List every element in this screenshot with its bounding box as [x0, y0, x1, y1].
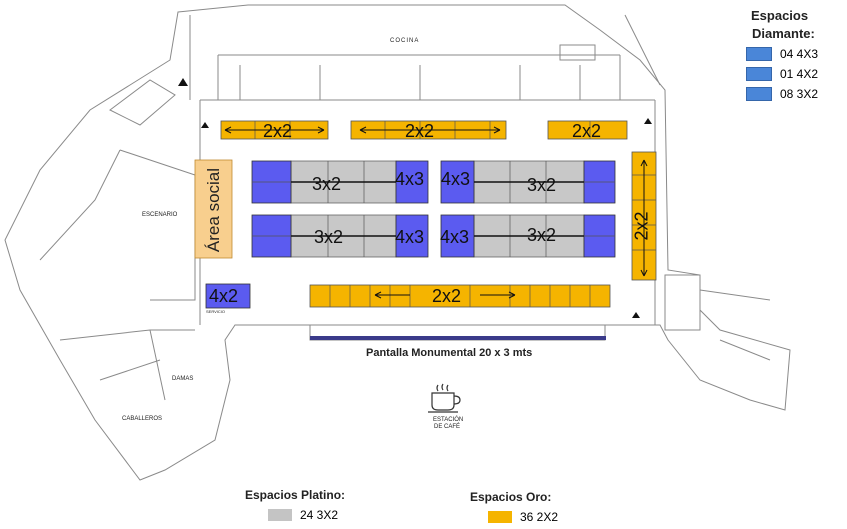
- diamante-booth-4x2: [205, 283, 251, 309]
- room-label-escenario: ESCENARIO: [142, 212, 178, 218]
- dimension-arrows: [224, 126, 648, 299]
- room-label-servicio: SERVICIO: [206, 309, 226, 314]
- estacion-cafe-label-1: ESTACIÓN: [433, 417, 464, 423]
- booth-label-oro-top-left: 2x2: [263, 121, 293, 141]
- booth-label-oro-top-right: 2x2: [572, 121, 602, 141]
- coffee-cup-icon: [428, 383, 461, 413]
- screen-bar: [310, 336, 606, 340]
- legend-platino-item: 24 3X2: [268, 508, 338, 522]
- oro-booths: [194, 120, 657, 308]
- booth-label-diamante-2: 4x3: [441, 169, 471, 189]
- legend-platino-title: Espacios Platino:: [245, 488, 346, 502]
- booth-label-platino-4: 3x2: [527, 225, 557, 245]
- diamante-booth-b: [395, 160, 429, 204]
- legend-swatch-diamante: [746, 67, 772, 81]
- diamante-booth-g: [440, 214, 475, 258]
- legend-diamante-item-2: 01 4X2: [746, 67, 818, 81]
- legend-swatch-platino: [268, 509, 292, 521]
- room-label-damas: DAMAS: [172, 376, 194, 382]
- legend-swatch-diamante: [746, 87, 772, 101]
- booth-label-diamante-3: 4x3: [395, 227, 425, 247]
- diamante-booth-f: [395, 214, 429, 258]
- room-label-cocina: COCINA: [390, 38, 420, 44]
- oro-booth-bottom: [309, 284, 611, 308]
- booth-label-platino-2: 3x2: [314, 227, 344, 247]
- legend-diamante-title-1: Espacios: [751, 8, 809, 23]
- booth-label-diamante-1: 4x3: [395, 169, 425, 189]
- booth-label-diamante-4: 4x3: [440, 227, 470, 247]
- legend-diamante-title-2: Diamante:: [752, 26, 815, 41]
- legend-diamante-item-3: 08 3X2: [746, 87, 818, 101]
- booth-label-oro-top-mid: 2x2: [405, 121, 435, 141]
- booth-label-oro-right: 2x2: [631, 211, 652, 241]
- legend-platino-text: 24 3X2: [300, 508, 339, 522]
- booth-label-oro-bottom: 2x2: [432, 286, 462, 306]
- room-label-caballeros: CABALLEROS: [122, 416, 163, 422]
- legend-swatch-oro: [488, 511, 512, 523]
- legend-diamante-text-1: 04 4X3: [780, 47, 819, 61]
- estacion-cafe-label-2: DE CAFÉ: [434, 424, 461, 430]
- screen-label: Pantalla Monumental 20 x 3 mts: [366, 347, 533, 359]
- north-arrow-icon: [178, 78, 652, 318]
- legend-diamante-text-2: 01 4X2: [780, 67, 819, 81]
- booth-label-diamante-4x2: 4x2: [209, 286, 239, 306]
- legend-oro-item: 36 2X2: [488, 510, 558, 524]
- diamante-booth-c: [440, 160, 475, 204]
- booth-label-platino-1: 3x2: [312, 174, 342, 194]
- legend-swatch-diamante: [746, 47, 772, 61]
- legend-diamante-text-3: 08 3X2: [780, 87, 819, 101]
- social-area-label: Área social: [204, 167, 223, 253]
- legend-diamante-item-1: 04 4X3: [746, 47, 818, 61]
- legend-oro-title: Espacios Oro:: [470, 490, 552, 504]
- social-area-box: [194, 159, 233, 259]
- oro-booth-top-right: [547, 120, 628, 140]
- booth-grid-lines: [252, 121, 656, 307]
- booth-label-platino-3: 3x2: [527, 175, 557, 195]
- legend-oro-text: 36 2X2: [520, 510, 559, 524]
